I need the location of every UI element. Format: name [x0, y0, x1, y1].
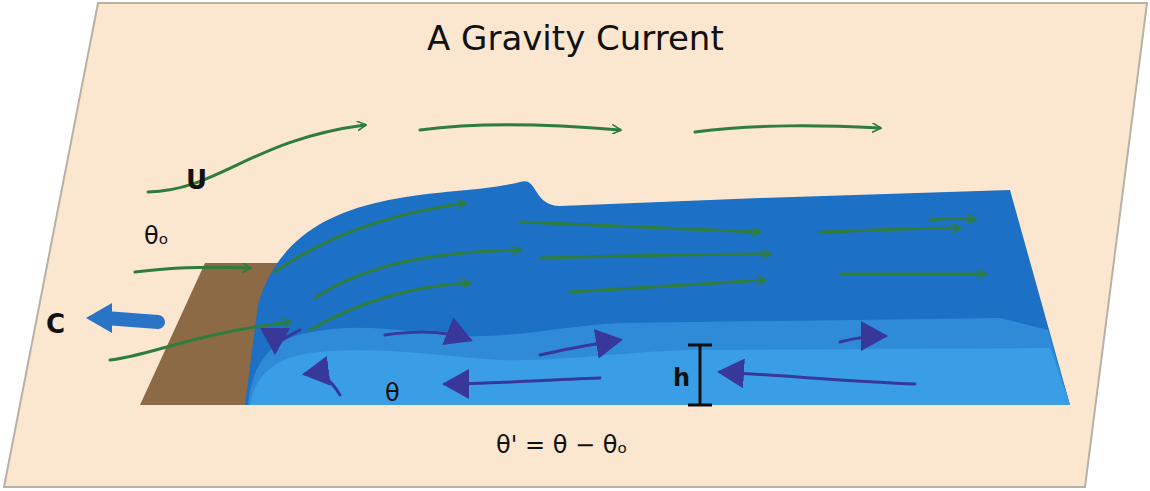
background-plane: [4, 3, 1147, 487]
current-temperature-label: θ: [385, 381, 400, 405]
dense-fluid: [250, 348, 1070, 405]
front-speed-arrow: [105, 318, 158, 322]
perturbation-formula: θ' = θ − θₒ: [496, 433, 627, 457]
velocity-label: U: [186, 167, 207, 193]
current-circulation-arrows: [275, 330, 915, 395]
diagram-title: A Gravity Current: [427, 21, 724, 55]
depth-bracket: [688, 345, 712, 405]
front-speed-label: C: [46, 311, 65, 337]
ambient-flow-arrows: [110, 125, 985, 360]
depth-label: h: [673, 366, 690, 390]
lower-current-layer: [248, 318, 1070, 405]
ambient-temperature-label: θₒ: [144, 224, 169, 248]
upper-current-layer: [245, 181, 1070, 405]
front-speed-arrowhead: [86, 303, 112, 333]
